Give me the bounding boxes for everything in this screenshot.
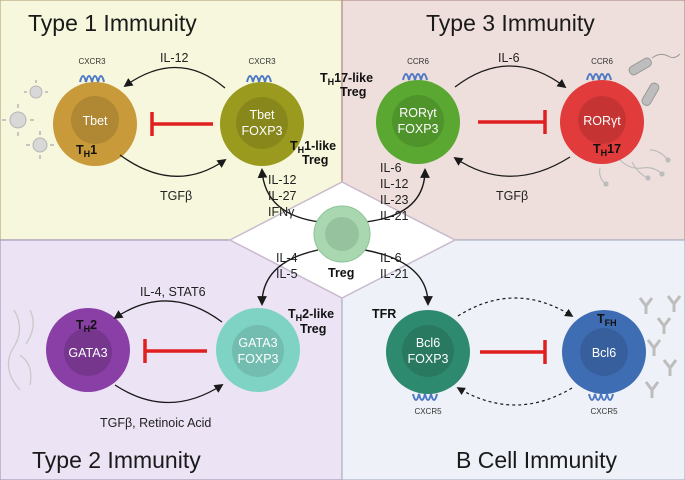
tgfb-ra-label: TGFβ, Retinoic Acid — [100, 416, 211, 430]
th1-cell: Tbet TH1 — [53, 82, 137, 166]
th2-nucleus-label: GATA3 — [68, 346, 107, 360]
ccr6-receptor: CCR6 — [402, 57, 429, 81]
center-to-tfr-arrow — [364, 249, 433, 306]
center-treg-cell: Treg — [313, 205, 371, 280]
th2-treg-name: TH2-like — [288, 307, 334, 323]
th1-treg-name: TH1-like — [290, 139, 336, 155]
tfh-nucleus-label: Bcl6 — [592, 346, 616, 360]
inhibit-arrow — [480, 340, 547, 364]
th1-nucleus-label: Tbet — [82, 114, 108, 128]
th2-name: TH2 — [76, 318, 97, 334]
tfr-nucleus2: FOXP3 — [408, 352, 449, 366]
type3-title: Type 3 Immunity — [426, 10, 595, 36]
th2-cytokines: IL-4 IL-5 — [276, 251, 298, 281]
th2-cytokine-1: IL-4 — [276, 251, 298, 265]
bcell-title: B Cell Immunity — [456, 447, 618, 473]
th1-cytokine-2: IL-27 — [268, 189, 297, 203]
bacteria-icon — [628, 53, 681, 106]
allergen-icon — [7, 309, 34, 391]
th17-receptor-label: CCR6 — [591, 57, 613, 66]
th17-treg-name: TH17-like — [320, 71, 373, 87]
th17-treg-nucleus2: FOXP3 — [398, 122, 439, 136]
cxcr3-receptor: CXCR3 — [78, 57, 106, 83]
th1-cytokines: IL-12 IL-27 IFNγ — [268, 173, 297, 219]
th17-cytokine-1: IL-6 — [380, 161, 402, 175]
il6-label: IL-6 — [498, 51, 520, 65]
cxcr5-receptor: CXCR5 — [412, 393, 442, 416]
th17-cytokines: IL-6 IL-12 IL-23 IL-21 — [380, 161, 409, 223]
center-to-th2-treg-arrow — [257, 249, 319, 306]
th2-cell: GATA3 TH2 — [46, 308, 130, 392]
il6-arrow — [454, 65, 567, 89]
center-to-th17-treg-arrow — [364, 168, 430, 223]
tfr-cell: Bcl6 FOXP3 TFR — [372, 307, 470, 394]
th17-treg-nucleus1: RORγt — [399, 106, 437, 120]
ccr6-receptor: CCR6 — [586, 57, 613, 81]
inhibit-arrow — [143, 339, 207, 363]
inhibit-arrow — [478, 110, 547, 134]
tfr-cytokine-2: IL-21 — [380, 267, 409, 281]
th1-treg-cell: Tbet FOXP3 TH1-like Treg — [220, 82, 336, 167]
tfr-tfh-dashed-arrow — [457, 297, 574, 317]
th1-treg-nucleus1: Tbet — [249, 108, 275, 122]
center-to-th1-treg-arrow — [257, 168, 321, 223]
th17-cytokine-4: IL-21 — [380, 209, 409, 223]
antibody-icon — [638, 295, 682, 398]
tfh-receptor-label: CXCR5 — [590, 407, 618, 416]
il4-stat6-label: IL-4, STAT6 — [140, 285, 206, 299]
th1-treg-name-line2: Treg — [302, 153, 328, 167]
tfh-cell: Bcl6 TFH — [562, 310, 646, 394]
th1-cytokine-3: IFNγ — [268, 205, 295, 219]
tgfb-type3-arrow — [453, 156, 571, 177]
il4-stat6-arrow — [113, 300, 223, 323]
th17-treg-receptor-label: CCR6 — [407, 57, 429, 66]
th2-treg-cell: GATA3 FOXP3 TH2-like Treg — [216, 307, 334, 392]
il12-arrow — [123, 66, 226, 89]
th17-name: TH17 — [593, 142, 621, 158]
th17-cell: RORγt TH17 — [560, 80, 644, 164]
th2-treg-nucleus2: FOXP3 — [238, 352, 279, 366]
cxcr5-receptor: CXCR5 — [588, 393, 618, 416]
th2-treg-name-line2: Treg — [300, 322, 326, 336]
th1-cytokine-1: IL-12 — [268, 173, 297, 187]
th1-treg-nucleus2: FOXP3 — [242, 124, 283, 138]
tfr-nucleus1: Bcl6 — [416, 336, 440, 350]
cxcr3-receptor: CXCR3 — [246, 57, 276, 83]
th17-cytokine-2: IL-12 — [380, 177, 409, 191]
th17-treg-name-line2: Treg — [340, 85, 366, 99]
tfr-name: TFR — [372, 307, 396, 321]
type1-title: Type 1 Immunity — [28, 10, 197, 36]
type2-title: Type 2 Immunity — [32, 447, 201, 473]
tgfb-type3-label: TGFβ — [496, 189, 528, 203]
inhibit-arrow — [150, 112, 213, 136]
tfh-name: TFH — [597, 312, 617, 328]
tfr-cytokines: IL-6 IL-21 — [380, 251, 409, 281]
tfr-receptor-label: CXCR5 — [414, 407, 442, 416]
fungi-icon — [599, 149, 671, 187]
th17-nucleus-label: RORγt — [583, 114, 621, 128]
tgfb-arrow — [119, 154, 227, 177]
il12-label: IL-12 — [160, 51, 189, 65]
tfr-cytokine-1: IL-6 — [380, 251, 402, 265]
tfh-tfr-dashed-arrow — [456, 387, 573, 406]
th1-treg-receptor-label: CXCR3 — [248, 57, 276, 66]
th2-treg-nucleus1: GATA3 — [238, 336, 277, 350]
virus-icon — [2, 80, 54, 159]
th1-receptor-label: CXCR3 — [78, 57, 106, 66]
th17-treg-cell: RORγt FOXP3 TH17-like Treg — [320, 71, 460, 164]
th17-cytokine-3: IL-23 — [380, 193, 409, 207]
tgfb-label: TGFβ — [160, 189, 192, 203]
th2-cytokine-2: IL-5 — [276, 267, 298, 281]
th1-name: TH1 — [76, 143, 97, 159]
center-treg-label: Treg — [328, 266, 354, 280]
tgfb-ra-arrow — [114, 384, 224, 404]
